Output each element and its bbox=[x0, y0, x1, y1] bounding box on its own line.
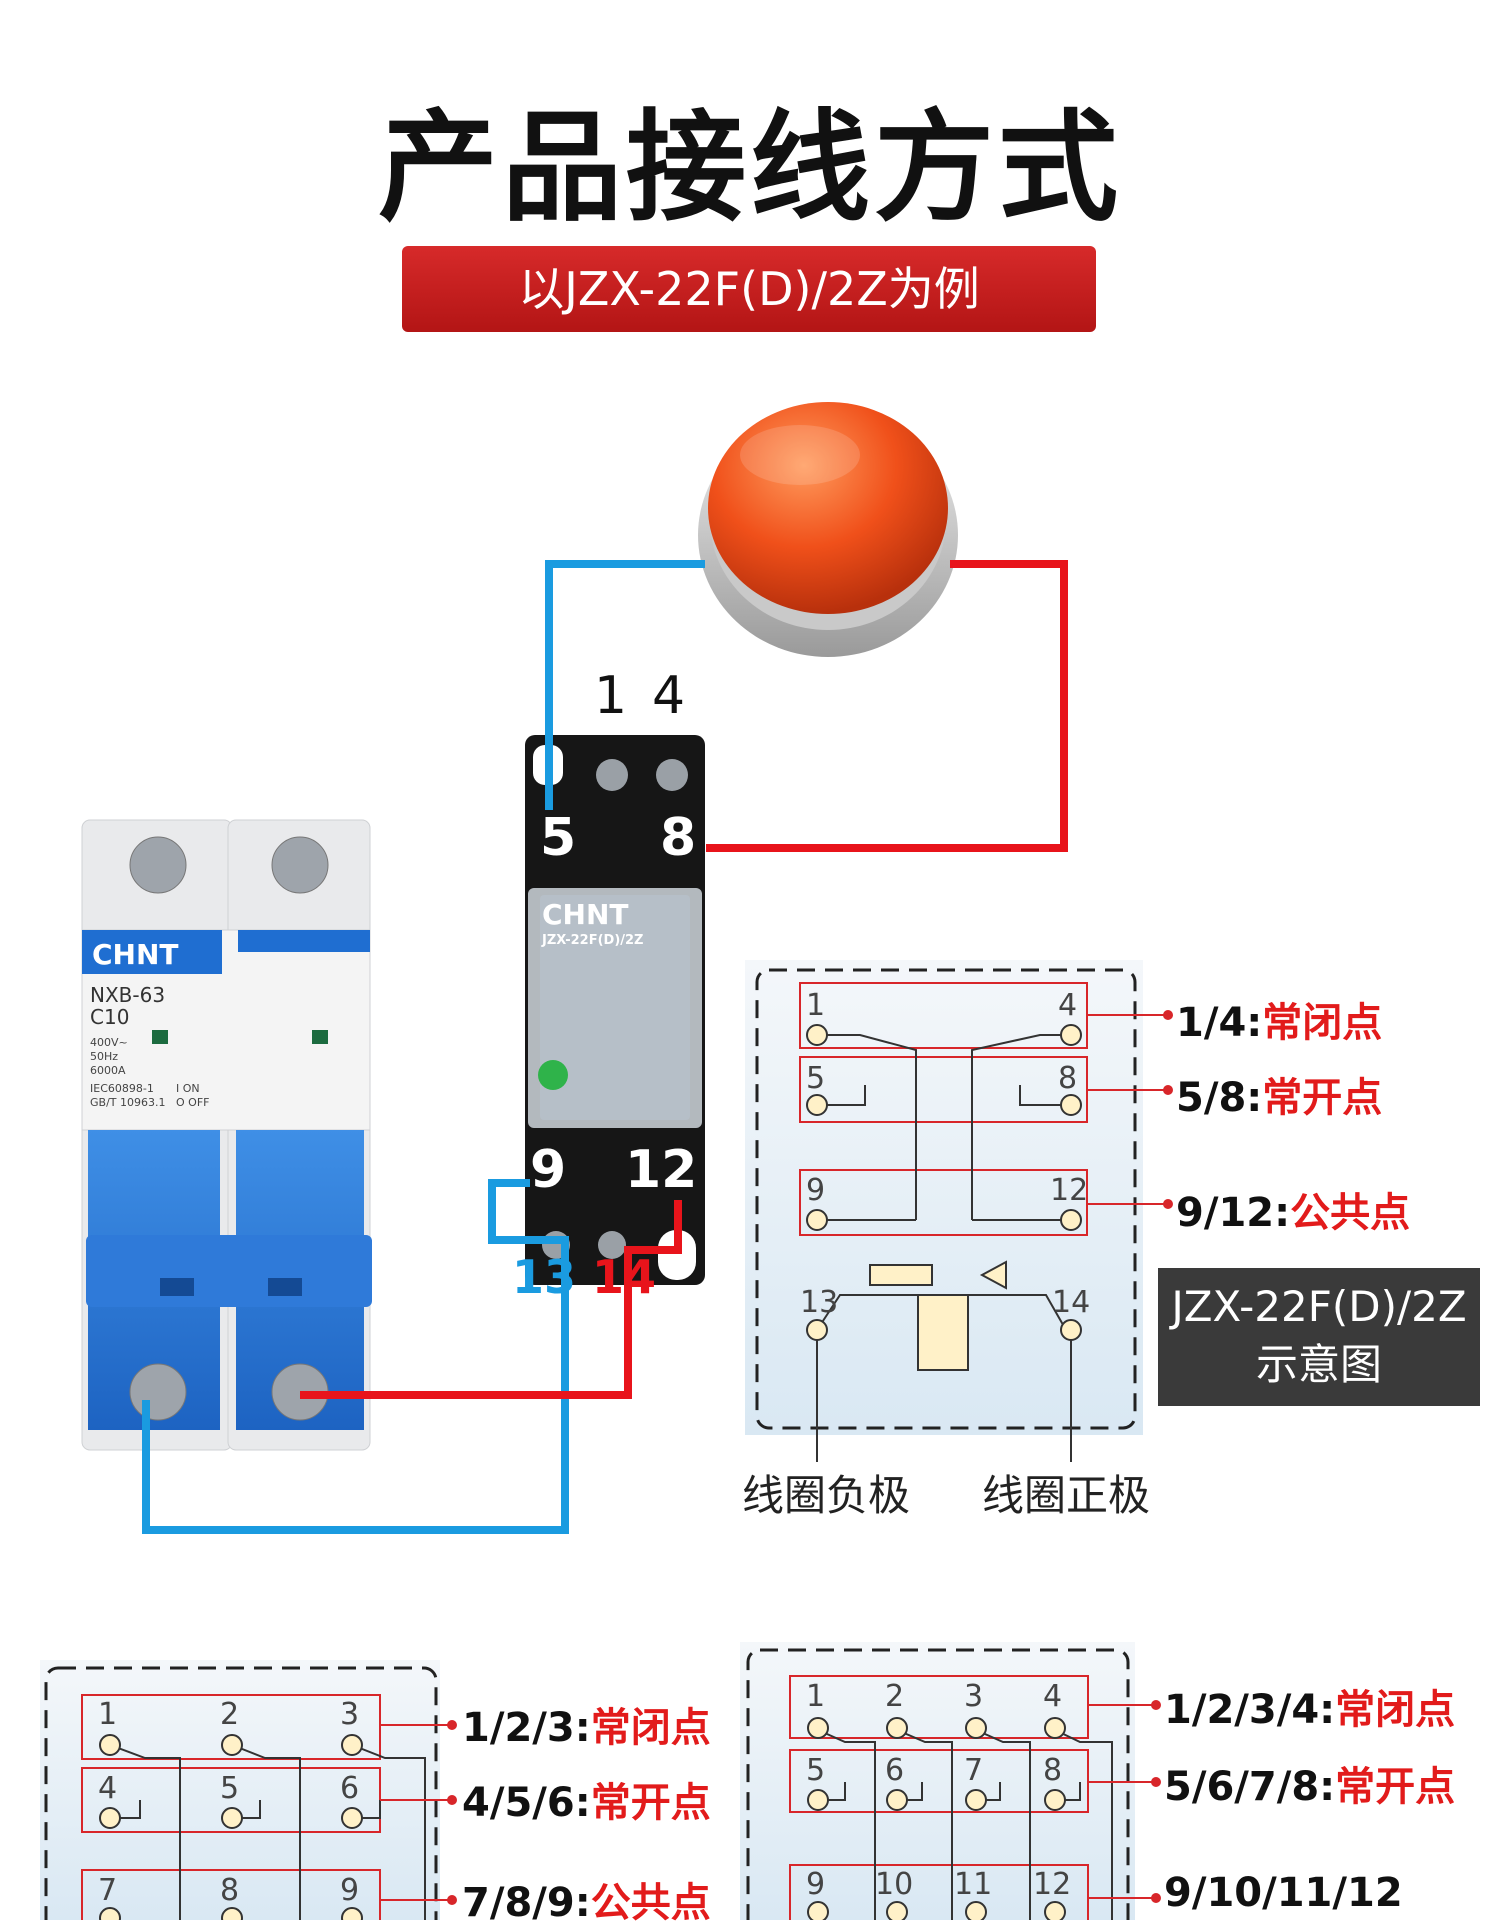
pin-4z-1: 1 bbox=[806, 1679, 825, 1714]
pin-4z-9: 9 bbox=[806, 1867, 825, 1902]
push-button-icon bbox=[698, 402, 958, 657]
pin-4: 4 bbox=[1058, 988, 1077, 1023]
relay-terminal-14: 14 bbox=[592, 1250, 657, 1304]
breaker-off-label: O OFF bbox=[176, 1096, 209, 1109]
pin-3z-4: 4 bbox=[98, 1771, 117, 1806]
relay-top-number-4: 4 bbox=[652, 666, 686, 726]
wires bbox=[142, 560, 1068, 1534]
pin-3z-3: 3 bbox=[340, 1697, 359, 1732]
relay-terminal-13: 13 bbox=[512, 1250, 577, 1304]
pin-5: 5 bbox=[806, 1061, 825, 1096]
pin-1: 1 bbox=[806, 988, 825, 1023]
pin-4z-10: 10 bbox=[875, 1867, 913, 1902]
pin-3z-7: 7 bbox=[98, 1873, 117, 1908]
pin-3z-1: 1 bbox=[98, 1697, 117, 1732]
label-3z-common: 7/8/9:公共点 bbox=[462, 1880, 711, 1926]
pin-4z-4: 4 bbox=[1043, 1679, 1062, 1714]
relay-top-number-1: 1 bbox=[594, 666, 628, 726]
label-4z-nc: 1/2/3/4:常闭点 bbox=[1164, 1687, 1456, 1733]
label-2z-nc: 1/4:常闭点 bbox=[1176, 1000, 1383, 1046]
label-3z-nc: 1/2/3:常闭点 bbox=[462, 1705, 711, 1751]
pin-3z-2: 2 bbox=[220, 1697, 239, 1732]
breaker-model: NXB-63 bbox=[90, 983, 165, 1007]
coil-positive-label: 线圈正极 bbox=[982, 1471, 1151, 1520]
pin-8: 8 bbox=[1058, 1061, 1077, 1096]
label-4z-common: 9/10/11/12 bbox=[1164, 1870, 1403, 1916]
relay-brand: CHNT bbox=[542, 898, 629, 931]
subtitle-banner: 以JZX-22F(D)/2Z为例 bbox=[402, 246, 1096, 332]
page-title: 产品接线方式 bbox=[378, 99, 1122, 238]
pin-14: 14 bbox=[1052, 1285, 1090, 1320]
label-3z-no: 4/5/6:常开点 bbox=[462, 1780, 711, 1826]
pin-3z-9: 9 bbox=[340, 1873, 359, 1908]
schematic-3z: 1 2 3 4 5 6 7 8 9 bbox=[40, 1660, 457, 1920]
schematic-2z: 1 4 5 8 9 12 13 14 bbox=[745, 960, 1173, 1462]
relay-model: JZX-22F(D)/2Z bbox=[541, 933, 644, 948]
relay-terminal-12: 12 bbox=[625, 1140, 698, 1200]
breaker-spec-3: 6000A bbox=[90, 1064, 126, 1077]
breaker-spec-4: IEC60898-1 bbox=[90, 1082, 154, 1095]
schematic-4z: 1 2 3 4 5 6 7 8 9 10 11 12 bbox=[740, 1642, 1161, 1920]
label-2z-no: 5/8:常开点 bbox=[1176, 1075, 1383, 1121]
relay-terminal-9: 9 bbox=[530, 1140, 567, 1200]
pin-4z-8: 8 bbox=[1043, 1753, 1062, 1788]
pin-4z-3: 3 bbox=[964, 1679, 983, 1714]
pin-13: 13 bbox=[800, 1285, 838, 1320]
circuit-breaker: CHNT NXB-63 C10 400V~ 50Hz 6000A IEC6089… bbox=[81, 819, 372, 1451]
label-4z-no: 5/6/7/8:常开点 bbox=[1164, 1764, 1456, 1810]
caption-text: 示意图 bbox=[1255, 1340, 1382, 1389]
label-2z-common: 9/12:公共点 bbox=[1176, 1190, 1411, 1236]
pin-3z-8: 8 bbox=[220, 1873, 239, 1908]
pin-4z-12: 12 bbox=[1033, 1867, 1071, 1902]
pin-4z-2: 2 bbox=[885, 1679, 904, 1714]
breaker-rating: C10 bbox=[90, 1005, 129, 1029]
pin-9: 9 bbox=[806, 1173, 825, 1208]
relay-terminal-8: 8 bbox=[660, 808, 697, 868]
breaker-spec-5: GB/T 10963.1 bbox=[90, 1096, 165, 1109]
breaker-brand: CHNT bbox=[92, 938, 179, 971]
relay-terminal-5: 5 bbox=[540, 808, 577, 868]
breaker-spec-1: 400V~ bbox=[90, 1036, 128, 1049]
breaker-spec-2: 50Hz bbox=[90, 1050, 118, 1063]
pin-12: 12 bbox=[1050, 1173, 1088, 1208]
pin-4z-7: 7 bbox=[964, 1753, 983, 1788]
pin-3z-5: 5 bbox=[220, 1771, 239, 1806]
pin-4z-11: 11 bbox=[954, 1867, 992, 1902]
pin-4z-6: 6 bbox=[885, 1753, 904, 1788]
breaker-on-label: I ON bbox=[176, 1082, 200, 1095]
caption-model: JZX-22F(D)/2Z bbox=[1171, 1282, 1467, 1331]
relay-socket: CHNT JZX-22F(D)/2Z bbox=[525, 735, 705, 1285]
coil-negative-label: 线圈负极 bbox=[742, 1471, 911, 1520]
pin-3z-6: 6 bbox=[340, 1771, 359, 1806]
schematic-caption-box: JZX-22F(D)/2Z 示意图 bbox=[1158, 1268, 1480, 1406]
pin-4z-5: 5 bbox=[806, 1753, 825, 1788]
